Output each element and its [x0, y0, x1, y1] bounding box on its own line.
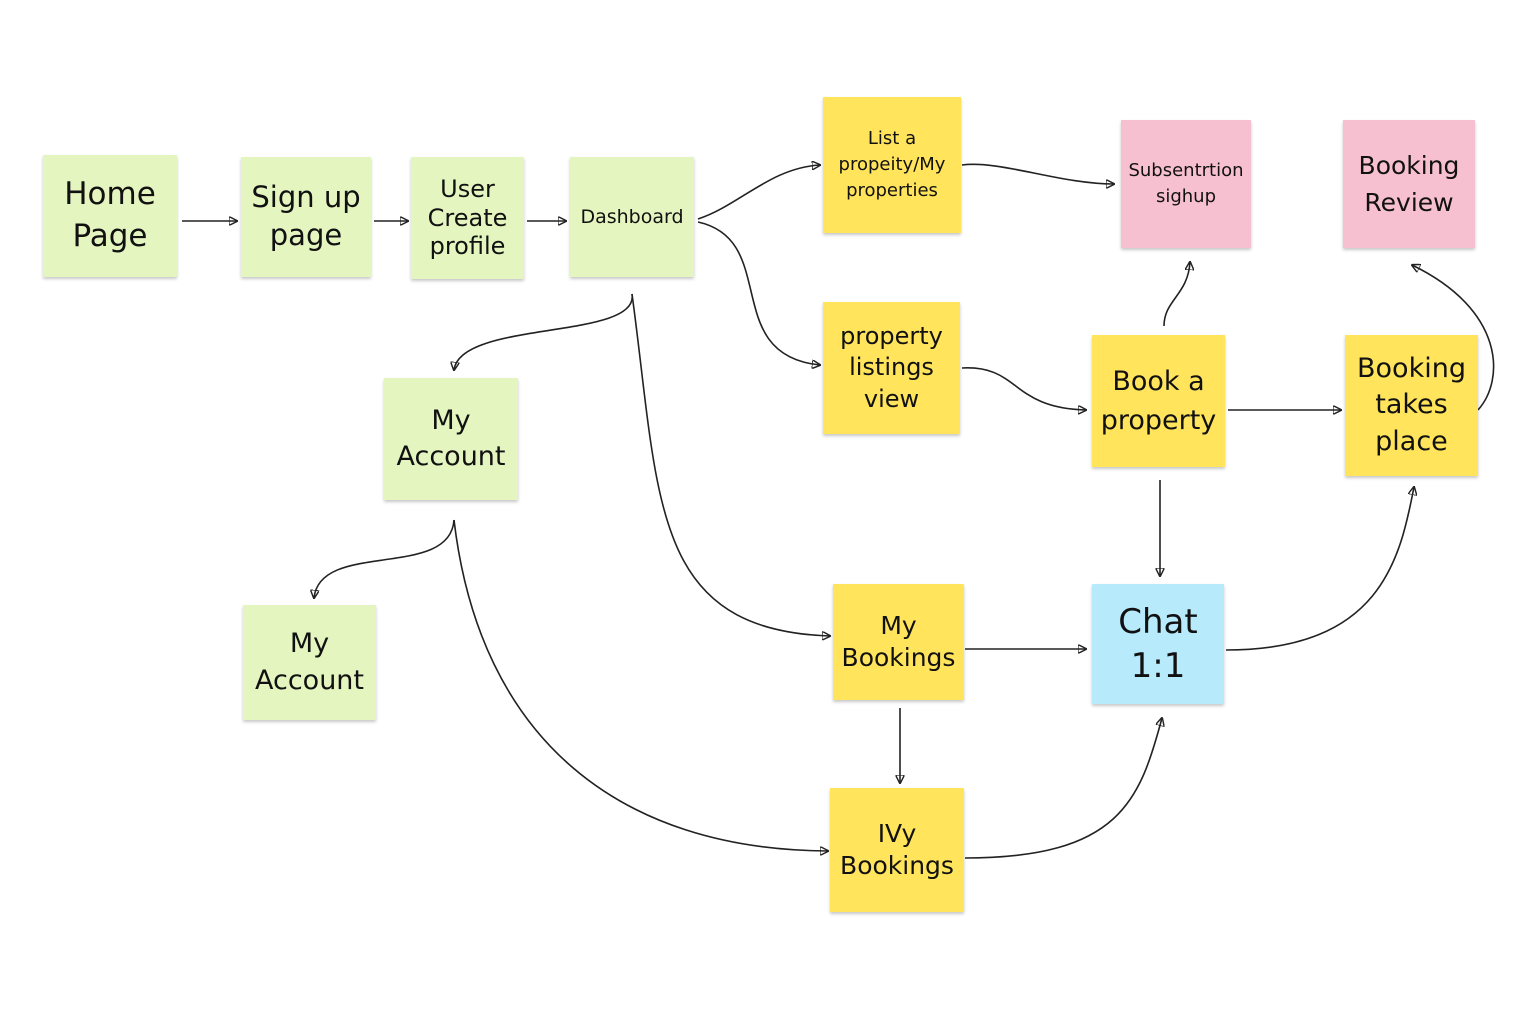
note-subscription-signup[interactable]: Subsentrtion sighup	[1121, 120, 1251, 248]
arrow-takes-place-to-review	[1412, 265, 1495, 411]
arrow-list-property-to-subscription	[961, 163, 1114, 184]
note-dashboard[interactable]: Dashboard	[570, 157, 694, 277]
note-my-bookings-label: My Bookings	[841, 610, 956, 673]
note-user-create-profile[interactable]: User Create profile	[411, 157, 524, 279]
note-my-account-1[interactable]: My Account	[384, 378, 518, 500]
note-property-listings-view-label: property listings view	[840, 322, 943, 413]
note-my-account-1-label: My Account	[396, 404, 506, 472]
arrow-dashboard-to-my-account	[454, 293, 633, 370]
note-booking-review[interactable]: Booking Review	[1343, 120, 1475, 248]
note-dashboard-label: Dashboard	[580, 205, 684, 228]
note-sign-up-page[interactable]: Sign up page	[241, 157, 371, 277]
note-user-create-profile-label: User Create profile	[427, 174, 508, 261]
arrow-my-account-to-my-account	[314, 519, 455, 598]
note-my-account-2-label: My Account	[254, 628, 364, 696]
arrow-ivy-bookings-to-chat	[964, 718, 1162, 859]
note-book-a-property[interactable]: Book a property	[1092, 335, 1225, 467]
arrow-dashboard-to-my-bookings	[631, 293, 830, 636]
note-chat-label: Chat 1:1	[1118, 601, 1198, 686]
note-list-property-label: List a propeity/My properties	[838, 127, 946, 202]
note-home-page[interactable]: Home Page	[43, 155, 177, 277]
arrow-chat-to-takes-place	[1225, 487, 1414, 651]
note-property-listings-view[interactable]: property listings view	[823, 302, 960, 434]
note-my-account-2[interactable]: My Account	[243, 605, 376, 720]
note-sign-up-page-label: Sign up page	[251, 180, 361, 252]
note-home-page-label: Home Page	[64, 176, 156, 254]
note-booking-review-label: Booking Review	[1358, 150, 1460, 218]
note-ivy-bookings[interactable]: IVy Bookings	[830, 788, 964, 912]
arrow-my-account-to-ivy-bookings	[453, 519, 828, 851]
note-booking-takes-place[interactable]: Booking takes place	[1345, 335, 1478, 476]
note-my-bookings[interactable]: My Bookings	[833, 584, 964, 700]
note-book-a-property-label: Book a property	[1100, 365, 1217, 436]
arrow-dashboard-to-listings-view	[697, 221, 820, 365]
arrow-listings-view-to-book	[961, 367, 1086, 410]
note-subscription-signup-label: Subsentrtion sighup	[1128, 159, 1244, 207]
arrow-book-to-subscription	[1163, 262, 1190, 327]
note-ivy-bookings-label: IVy Bookings	[840, 818, 954, 881]
note-booking-takes-place-label: Booking takes place	[1357, 352, 1466, 457]
arrow-dashboard-to-list-property	[697, 165, 820, 220]
note-chat[interactable]: Chat 1:1	[1092, 584, 1224, 704]
note-list-property[interactable]: List a propeity/My properties	[823, 97, 961, 233]
